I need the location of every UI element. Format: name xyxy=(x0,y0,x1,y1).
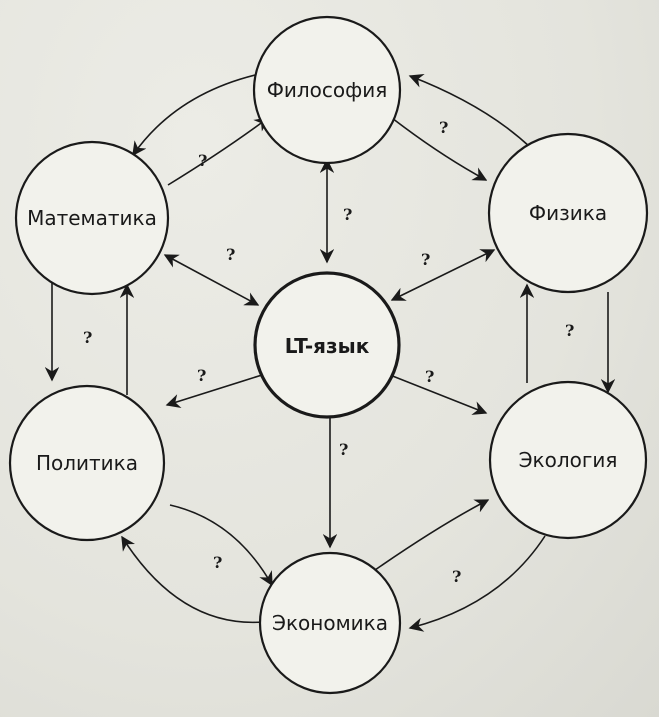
question-mark-philosophy-lt: ? xyxy=(343,205,352,224)
node-economics-label: Экономика xyxy=(272,611,388,635)
question-mark-lt-politics: ? xyxy=(197,366,206,385)
edge-economics-to-ecology xyxy=(374,499,490,571)
node-ecology-circle xyxy=(488,380,648,540)
node-ecology: Экология xyxy=(488,380,648,540)
question-mark-economics-ecology: ? xyxy=(452,567,461,586)
node-lt-circle xyxy=(253,271,401,419)
node-philosophy-label: Философия xyxy=(267,78,388,102)
node-lt-label: LT-язык xyxy=(285,334,370,358)
question-mark-mathematics-lt: ? xyxy=(226,245,235,264)
edge-physics-lt xyxy=(390,249,496,301)
question-mark-philosophy-physics: ? xyxy=(439,118,448,137)
question-mark-lt-ecology: ? xyxy=(425,367,434,386)
node-mathematics-circle xyxy=(14,140,170,296)
question-mark-mathematics-politics: ? xyxy=(83,328,92,347)
edge-mathematics-to-philosophy xyxy=(167,117,270,186)
node-mathematics: Математика xyxy=(14,140,170,296)
edge-lt-to-politics xyxy=(165,374,263,408)
edge-philosophy-to-mathematics xyxy=(132,74,256,157)
edge-ecology-to-economics xyxy=(408,535,546,632)
node-economics: Экономика xyxy=(258,551,402,695)
node-physics-label: Физика xyxy=(529,201,607,225)
question-mark-lt-economics: ? xyxy=(339,440,348,459)
node-physics-circle xyxy=(487,132,649,294)
node-philosophy-circle xyxy=(252,15,402,165)
edge-philosophy-to-physics xyxy=(391,117,488,181)
question-mark-politics-economics: ? xyxy=(213,553,222,572)
node-philosophy: Философия xyxy=(252,15,402,165)
edge-mathematics-lt xyxy=(163,254,260,306)
node-politics-label: Политика xyxy=(36,451,138,475)
edge-politics-to-economics xyxy=(169,504,273,587)
node-ecology-label: Экология xyxy=(519,448,618,472)
edge-physics-to-philosophy xyxy=(408,73,531,148)
edge-lt-to-ecology xyxy=(389,374,488,415)
edge-economics-to-politics xyxy=(121,535,264,624)
node-lt: LT-язык xyxy=(253,271,401,419)
node-economics-circle xyxy=(258,551,402,695)
node-physics: Физика xyxy=(487,132,649,294)
node-mathematics-label: Математика xyxy=(27,206,157,230)
edges xyxy=(44,73,616,632)
question-mark-philosophy-mathematics: ? xyxy=(198,151,207,170)
node-politics-circle xyxy=(8,384,166,542)
question-mark-physics-ecology: ? xyxy=(565,321,574,340)
question-mark-physics-lt: ? xyxy=(421,250,430,269)
question-marks: ? ? ? ? ? ? ? ? ? ? ? ? xyxy=(83,118,574,586)
node-politics: Политика xyxy=(8,384,166,542)
